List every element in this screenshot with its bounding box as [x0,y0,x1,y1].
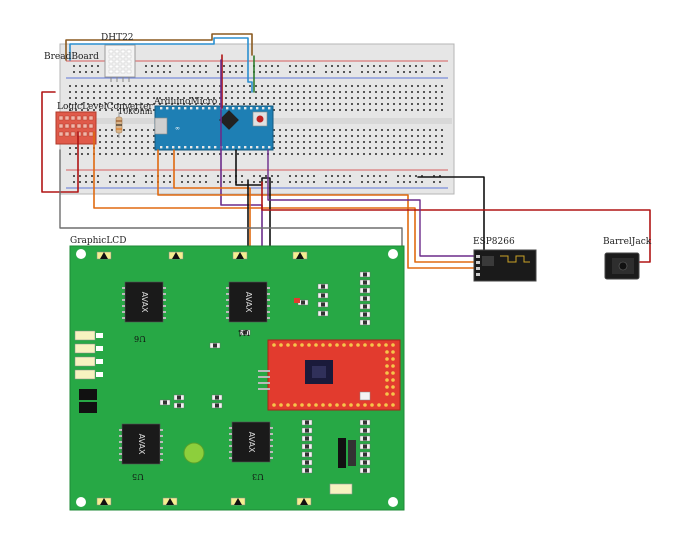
label-graphic-lcd: GraphicLCD [70,236,127,246]
label-esp8266: ESP8266 [473,237,515,247]
dht22-sensor [104,44,136,82]
chip-brand-text: AVAX [137,434,146,455]
barrel-jack [604,252,640,280]
lcd-smd-components [159,271,371,474]
lcd-led-column [74,330,103,380]
wire-red-power-left [41,91,79,193]
lcd-driver-module [258,339,401,411]
arduino-micro: ∞ [154,105,274,151]
logic-level-converter [55,111,97,145]
wire-gray-lcd [59,149,403,249]
breadboard [59,43,455,195]
label-breadboard: BreadBoard [44,52,99,62]
lcd-corner-pads [76,249,398,507]
esp8266-module [473,249,537,282]
breadboard-holes [69,65,443,183]
label-barrel-jack: BarrelJack [603,237,652,247]
driver-module-pins [258,343,395,407]
wire-brown-dht [65,33,253,61]
wire-orange-2 [157,149,475,269]
svg-text:∞: ∞ [175,125,180,132]
level-converter-pins [58,115,94,137]
wire-red-barrel [261,181,651,263]
chip-brand-text: AVAX [247,432,256,453]
chip-brand-text: AVAX [140,292,149,313]
wire-purple-esp [267,149,475,257]
wire-orange-1 [93,131,475,263]
wire-black-gnd [417,176,485,251]
label-arduino-micro: ArduinoMicro [154,97,218,107]
chip-designator: U4 [238,328,250,337]
wire-blue-dht [69,37,253,93]
chip-designator: U3 [252,472,264,481]
label-logic-level-converter: LogicLevelConverter [57,102,153,112]
chip-designator: U6 [134,334,146,343]
esp8266-pins [476,255,480,276]
resistor-10k [115,112,123,138]
dht22-grille [108,49,132,74]
chip-designator: U5 [132,472,144,481]
label-dht22: DHT22 [101,33,134,43]
lcd-chips [119,281,273,465]
chip-brand-text: AVAX [244,292,253,313]
label-resistor: 10kOhm [118,107,153,116]
